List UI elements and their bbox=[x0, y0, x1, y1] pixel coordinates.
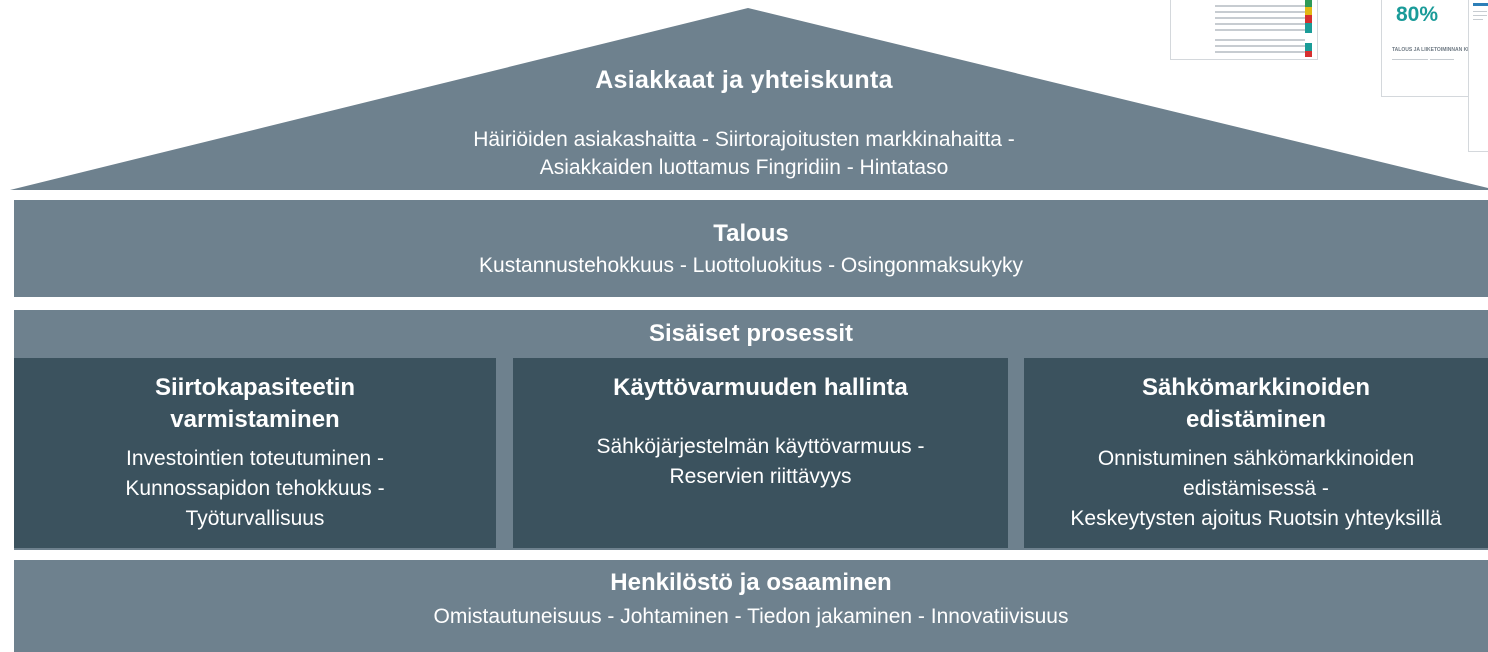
pillar-subtitle: Investointien toteutuminen - Kunnossapid… bbox=[14, 444, 496, 534]
pillar-title-line: Siirtokapasiteetin bbox=[154, 374, 356, 401]
pillar-title: Sähkömarkkinoiden edistäminen bbox=[1024, 372, 1488, 436]
henkilosto-band: Henkilöstö ja osaaminen Omistautuneisuus… bbox=[14, 560, 1488, 652]
pillar-title: Käyttövarmuuden hallinta bbox=[513, 372, 1008, 404]
kpi-thumbnail: 80% TALOUS JA LIIKETOIMINNAN KEHITYS bbox=[1381, 0, 1479, 97]
roof-subtitle-line: Asiakkaiden luottamus Fingridiin - Hinta… bbox=[539, 156, 949, 179]
talous-subtitle: Kustannustehokkuus - Luottoluokitus - Os… bbox=[479, 254, 1023, 277]
pillar-subtitle-line: Työturvallisuus bbox=[185, 507, 325, 530]
pillar-subtitle-line: Reservien riittävyys bbox=[669, 465, 852, 488]
pillar-subtitle-line: Onnistuminen sähkömarkkinoiden bbox=[1097, 447, 1415, 470]
pillar-siirtokapasiteetti: Siirtokapasiteetin varmistaminen Investo… bbox=[14, 358, 496, 548]
roof-subtitle-line: Häiriöiden asiakashaitta - Siirtorajoitu… bbox=[473, 128, 1015, 151]
report-thumbnail bbox=[1170, 0, 1318, 60]
pillar-title-line: edistäminen bbox=[1185, 406, 1327, 433]
henkilosto-subtitle: Omistautuneisuus - Johtaminen - Tiedon j… bbox=[433, 605, 1069, 628]
pillar-kayttovarmuus: Käyttövarmuuden hallinta Sähköjärjestelm… bbox=[513, 358, 1008, 548]
pillar-subtitle: Sähköjärjestelmän käyttövarmuus - Reserv… bbox=[513, 432, 1008, 492]
talous-title: Talous bbox=[713, 220, 789, 247]
kpi-caption: TALOUS JA LIIKETOIMINNAN KEHITYS bbox=[1392, 47, 1479, 53]
kpi-percent: 80% bbox=[1396, 3, 1439, 26]
roof-shape bbox=[10, 8, 1488, 190]
roof-subtitle: Häiriöiden asiakashaitta - Siirtorajoitu… bbox=[0, 126, 1488, 182]
pillar-subtitle-line: Investointien toteutuminen - bbox=[126, 447, 384, 470]
pillar-title-line: Käyttövarmuuden hallinta bbox=[613, 374, 908, 401]
talous-band: Talous Kustannustehokkuus - Luottoluokit… bbox=[14, 200, 1488, 297]
pillar-title-line: Sähkömarkkinoiden bbox=[1141, 374, 1371, 401]
prosessit-title: Sisäiset prosessit bbox=[648, 320, 854, 347]
pillar-subtitle: Onnistuminen sähkömarkkinoiden edistämis… bbox=[1024, 444, 1488, 534]
pillar-sahkomarkkinat: Sähkömarkkinoiden edistäminen Onnistumin… bbox=[1024, 358, 1488, 548]
pillar-subtitle-line: Sähköjärjestelmän käyttövarmuus - bbox=[596, 435, 925, 458]
pillar-subtitle-line: edistämisessä - bbox=[1183, 477, 1329, 500]
side-thumbnail bbox=[1468, 0, 1488, 152]
pillar-subtitle-line: Kunnossapidon tehokkuus - bbox=[125, 477, 385, 500]
roof-title: Asiakkaat ja yhteiskunta bbox=[595, 66, 893, 94]
pillar-title-line: varmistaminen bbox=[170, 406, 340, 433]
pillar-title: Siirtokapasiteetin varmistaminen bbox=[14, 372, 496, 436]
henkilosto-title: Henkilöstö ja osaaminen bbox=[610, 569, 892, 596]
pillar-subtitle-line: Keskeytysten ajoitus Ruotsin yhteyksillä bbox=[1070, 507, 1442, 530]
